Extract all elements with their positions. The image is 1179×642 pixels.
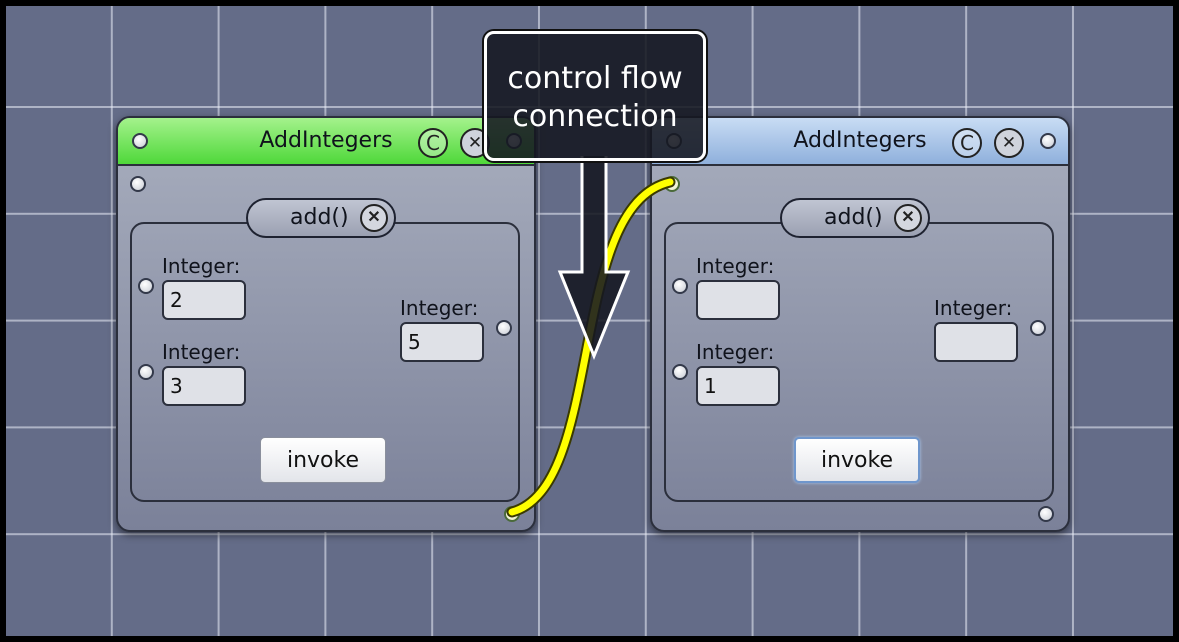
callout-text: control flow connection: [487, 60, 703, 136]
node-2-method-title: add() ✕: [780, 198, 930, 238]
node-1-control-in-port[interactable]: [132, 133, 148, 149]
node-1-result-label: Integer:: [400, 296, 479, 320]
callout-arrow: [557, 156, 631, 360]
node-1-header[interactable]: AddIntegers C ✕: [118, 118, 534, 166]
node-1-object-port[interactable]: [130, 176, 146, 192]
node-2-invoke-button[interactable]: invoke: [794, 437, 920, 483]
control-flow-wire[interactable]: [508, 178, 674, 516]
node-1-method-remove-button[interactable]: ✕: [360, 204, 388, 232]
node-2-control-flow-out-port[interactable]: [1038, 506, 1054, 522]
node-2-c-button[interactable]: C: [952, 128, 982, 158]
node-1-method-label: add(): [290, 205, 349, 230]
node-1-param-1-port[interactable]: [138, 278, 154, 294]
node-2-param-2-port[interactable]: [672, 364, 688, 380]
node-2-result-label: Integer:: [934, 296, 1013, 320]
node-2-method-remove-button[interactable]: ✕: [894, 204, 922, 232]
node-2-param-1-port[interactable]: [672, 278, 688, 294]
callout-line-2: connection: [512, 99, 678, 134]
node-1-invoke-button[interactable]: invoke: [260, 437, 386, 483]
node-1-param-2-port[interactable]: [138, 364, 154, 380]
node-1-param-1-label: Integer:: [162, 254, 241, 278]
node-2-param-2-input[interactable]: [696, 366, 780, 406]
node-2-param-1-input[interactable]: [696, 280, 780, 320]
node-2-param-2-label: Integer:: [696, 340, 775, 364]
node-1-param-1-input[interactable]: [162, 280, 246, 320]
annotation-callout: control flow connection: [484, 31, 706, 161]
add-integers-node-1[interactable]: AddIntegers C ✕ add() ✕ Integer: Integer…: [116, 116, 536, 532]
workflow-canvas[interactable]: AddIntegers C ✕ add() ✕ Integer: Integer…: [6, 6, 1173, 636]
node-1-c-button[interactable]: C: [418, 128, 448, 158]
node-2-control-out-port[interactable]: [1040, 133, 1056, 149]
node-2-param-1-label: Integer:: [696, 254, 775, 278]
node-2-result-output: [934, 322, 1018, 362]
node-1-result-port[interactable]: [496, 320, 512, 336]
node-1-method-title: add() ✕: [246, 198, 396, 238]
node-1-param-2-input[interactable]: [162, 366, 246, 406]
node-1-result-output: [400, 322, 484, 362]
node-2-close-button[interactable]: ✕: [994, 128, 1024, 158]
connection-overlay: [506, 156, 676, 518]
node-2-header[interactable]: AddIntegers C ✕: [652, 118, 1068, 166]
node-2-method-label: add(): [824, 205, 883, 230]
node-2-result-port[interactable]: [1030, 320, 1046, 336]
node-2-title: AddIntegers: [793, 128, 927, 153]
callout-line-1: control flow: [507, 61, 683, 96]
add-integers-node-2[interactable]: AddIntegers C ✕ add() ✕ Integer: Integer…: [650, 116, 1070, 532]
node-1-param-2-label: Integer:: [162, 340, 241, 364]
node-1-title: AddIntegers: [259, 128, 393, 153]
